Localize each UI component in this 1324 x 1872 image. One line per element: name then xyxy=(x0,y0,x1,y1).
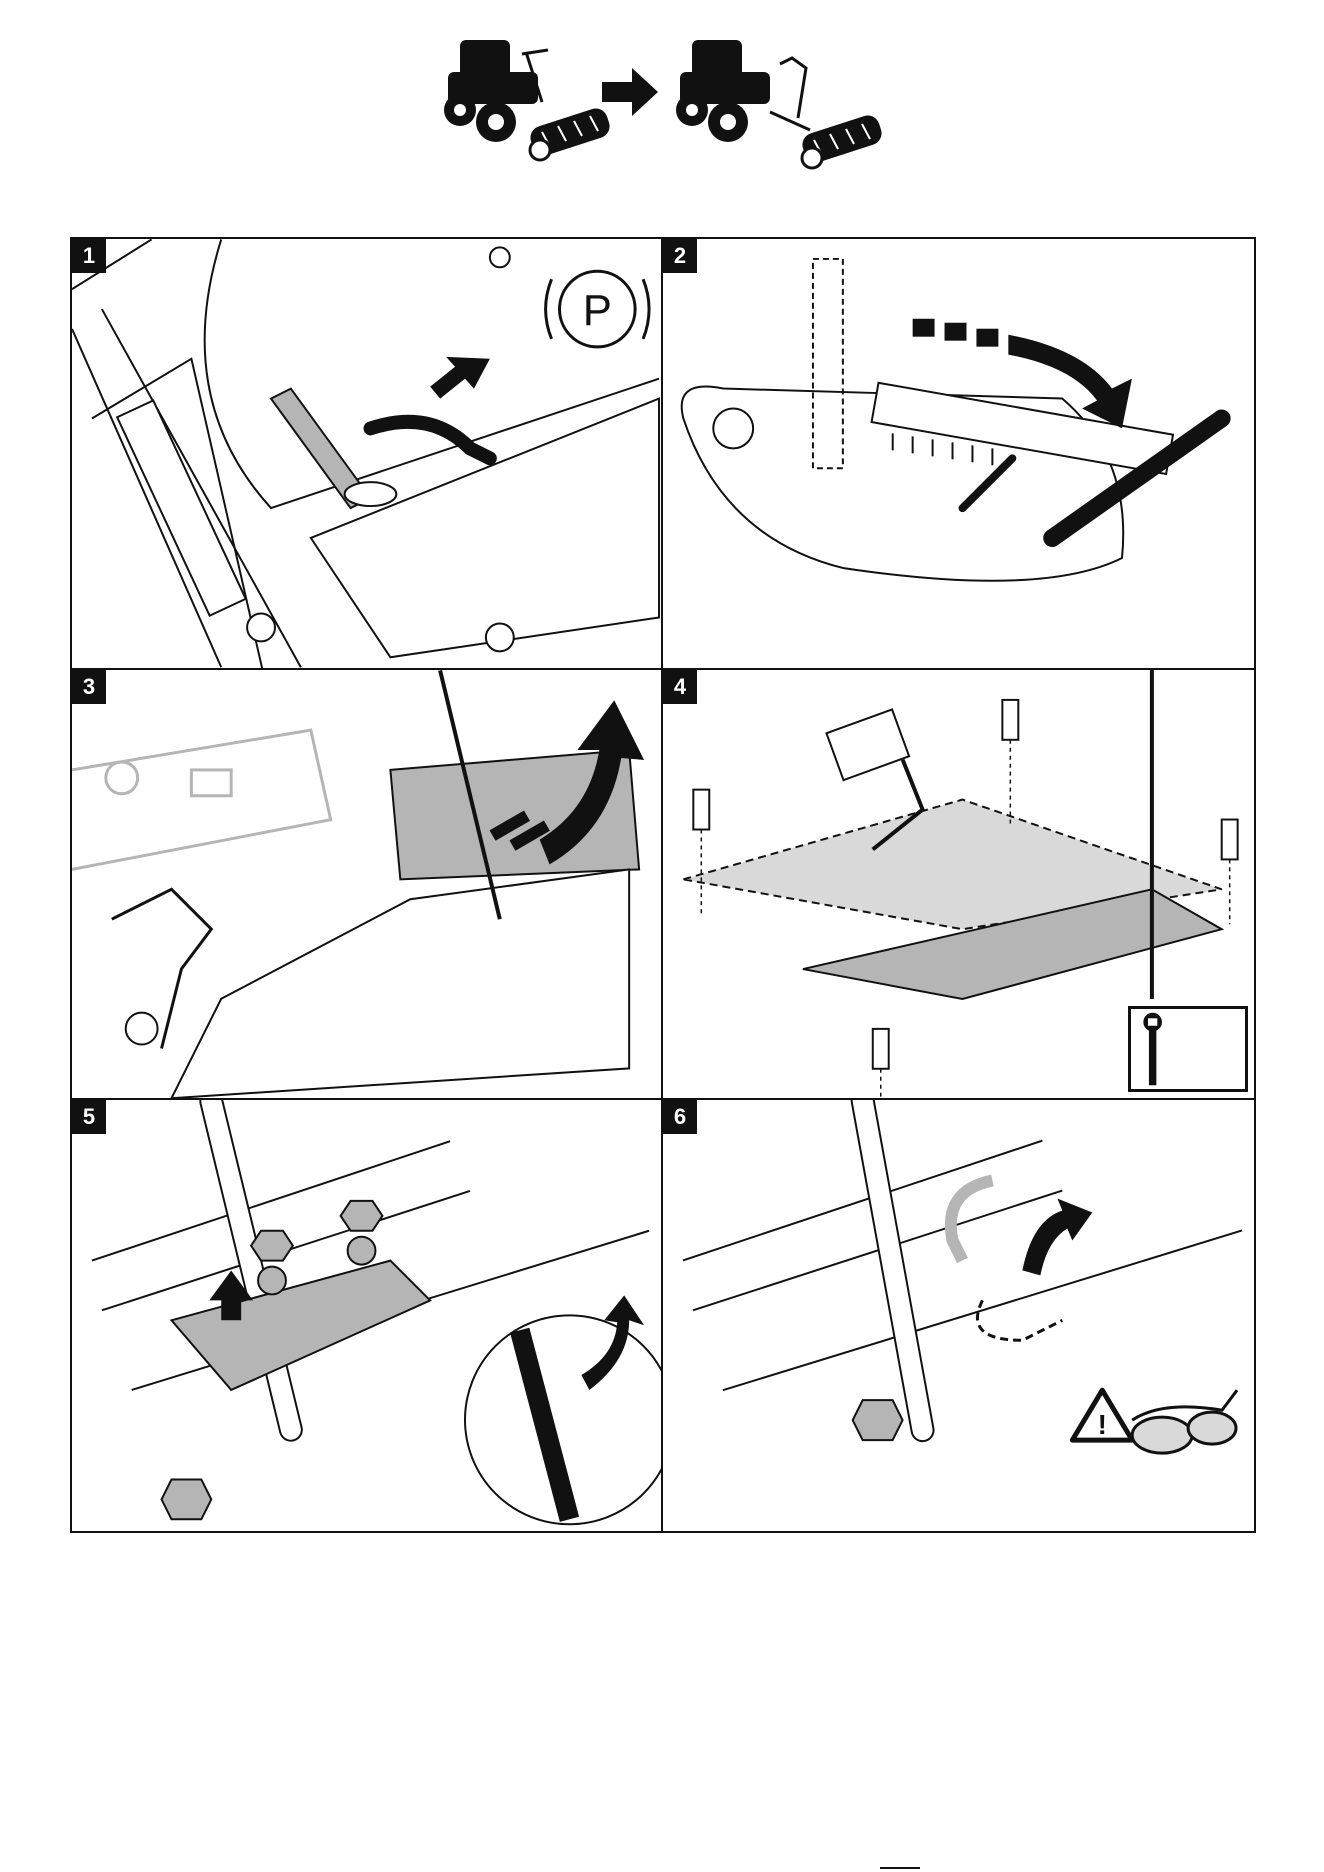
step-number: 3 xyxy=(72,670,106,704)
warning-triangle-icon: ! xyxy=(1072,1391,1132,1441)
instruction-grid: 1 P 2 xyxy=(70,237,1256,1533)
step-number: 2 xyxy=(663,239,697,273)
push-arrow-icon xyxy=(430,357,490,399)
footer-mark xyxy=(880,1866,920,1870)
step-number: 6 xyxy=(663,1100,697,1134)
parking-brake-icon: P xyxy=(546,271,649,347)
wrench-icon xyxy=(1131,1009,1245,1089)
pull-arrow-icon xyxy=(1022,1199,1092,1276)
step-number: 1 xyxy=(72,239,106,273)
lever-illustration xyxy=(663,239,1254,668)
step-number: 4 xyxy=(663,670,697,704)
tractor-with-sweeper-icon xyxy=(444,40,613,160)
bracket-removal-illustration xyxy=(72,1100,661,1531)
cover-lift-illustration xyxy=(72,670,661,1099)
parking-letter: P xyxy=(583,286,612,335)
tractor-without-sweeper-icon xyxy=(676,40,885,168)
step-panel-6: 6 ! xyxy=(663,1100,1254,1531)
safety-glasses-icon xyxy=(1132,1391,1237,1454)
step-panel-2: 2 xyxy=(663,239,1254,670)
step-panel-4: 4 xyxy=(663,670,1254,1101)
step-number: 5 xyxy=(72,1100,106,1134)
step-panel-3: 3 xyxy=(72,670,663,1101)
header-illustration xyxy=(430,22,890,182)
arrow-right-icon xyxy=(602,68,658,116)
pin-removal-illustration: ! xyxy=(663,1100,1254,1531)
step-panel-1: 1 P xyxy=(72,239,663,670)
tool-indicator-box xyxy=(1128,1006,1248,1092)
parking-brake-illustration: P xyxy=(72,239,661,668)
warning-mark: ! xyxy=(1098,1409,1107,1440)
step-panel-5: 5 xyxy=(72,1100,663,1531)
